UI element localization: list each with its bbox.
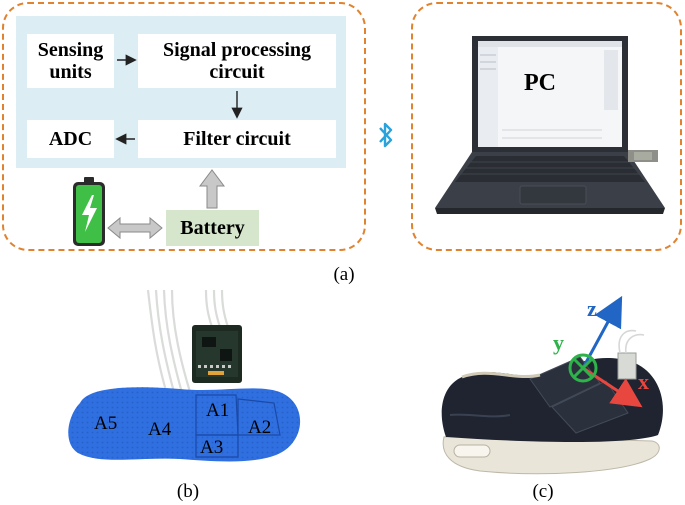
- caption-c: (c): [532, 481, 554, 502]
- z-axis-arrow: [581, 295, 623, 369]
- caption-a: (a): [333, 264, 355, 285]
- zone-a4: A4: [148, 419, 172, 440]
- axis-label-x: x: [638, 369, 649, 394]
- axis-label-y: y: [553, 330, 564, 355]
- insole-image: [68, 289, 301, 462]
- x-axis-arrow: [582, 366, 643, 408]
- battery-block: Battery: [166, 210, 259, 246]
- axis-label-z: z: [587, 296, 597, 321]
- zone-a5: A5: [94, 413, 118, 434]
- pc-label: PC: [524, 70, 556, 96]
- bluetooth-icon: [379, 122, 393, 148]
- sensing-units-block: Sensing units: [27, 34, 114, 88]
- y-axis-marker: [568, 353, 598, 383]
- pc-frame: [411, 2, 682, 251]
- signal-processing-block: Signal processing circuit: [138, 34, 336, 88]
- imu-axes: [568, 295, 643, 408]
- zone-a3: A3: [200, 437, 224, 458]
- diagram-arrows: [73, 54, 243, 246]
- caption-b: (b): [176, 481, 200, 502]
- battery-icon: [73, 177, 105, 246]
- system-diagram-frame: [2, 2, 366, 251]
- adc-block: ADC: [27, 120, 114, 158]
- battery-to-circuit-arrow: [199, 169, 225, 209]
- laptop-image: [435, 36, 665, 214]
- zone-a2: A2: [248, 417, 272, 438]
- filter-circuit-block: Filter circuit: [138, 120, 336, 158]
- zone-a1: A1: [206, 400, 230, 421]
- battery-link-double-arrow: [107, 216, 163, 240]
